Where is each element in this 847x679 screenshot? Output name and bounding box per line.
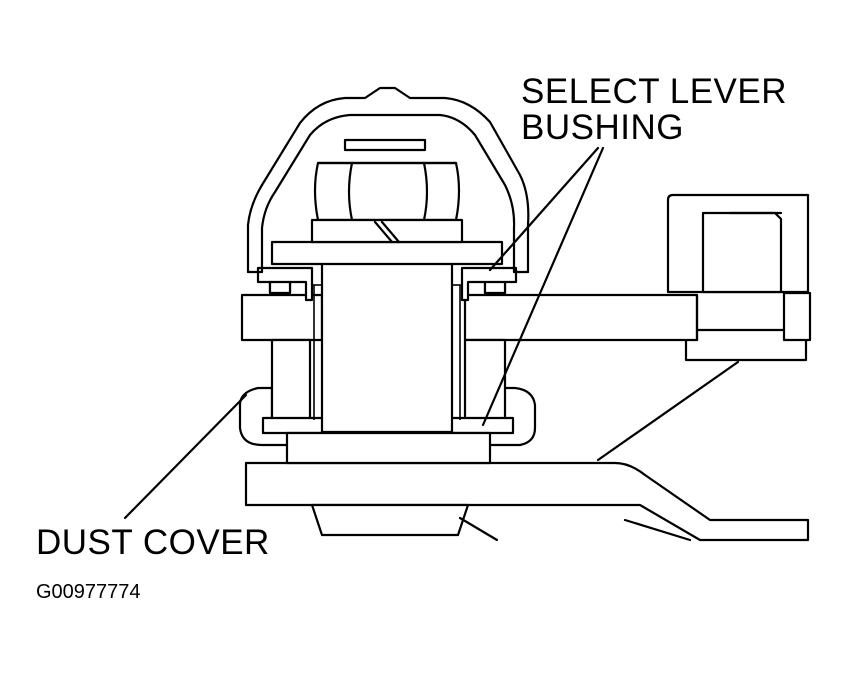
leader-lines xyxy=(123,146,740,520)
select-lever-bushing-label-line1: SELECT LEVER xyxy=(521,72,788,111)
leader-select-lever-bushing-lower xyxy=(481,146,605,427)
leader-dust-cover xyxy=(123,393,248,520)
figure-code: G00977774 xyxy=(36,581,141,603)
nut xyxy=(310,138,464,244)
linkage-bracket xyxy=(666,193,810,362)
center-sleeve xyxy=(312,260,462,434)
upper-washer xyxy=(270,240,504,266)
dust-cover-label: DUST COVER xyxy=(36,523,270,562)
base-plate xyxy=(244,461,810,542)
select-lever-arm xyxy=(240,291,812,342)
lower-collar xyxy=(285,431,492,465)
cap-cover xyxy=(246,86,530,274)
leader-linkage xyxy=(596,360,740,462)
leader-select-lever-bushing-upper xyxy=(488,146,600,272)
select-lever-bushing xyxy=(256,266,518,302)
select-lever-bushing-label-line2: BUSHING xyxy=(521,108,684,147)
